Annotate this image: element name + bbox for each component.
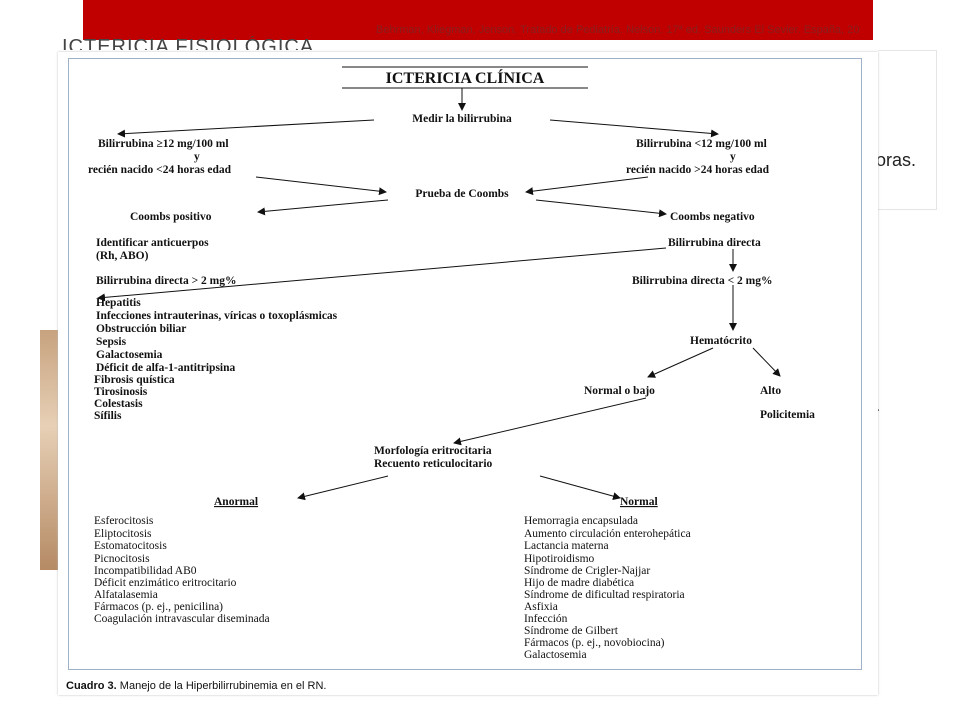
background-text-fragment: oras. bbox=[876, 150, 917, 170]
list-item: Tirosinosis bbox=[94, 386, 148, 398]
list-item: Déficit de alfa-1-antitripsina bbox=[96, 362, 236, 374]
node-high: Alto bbox=[760, 385, 781, 397]
node-morphology-line1: Morfología eritrocitaria bbox=[374, 445, 492, 457]
list-item: Síndrome de Crigler-Najjar bbox=[524, 565, 650, 577]
arrow-coombs-positive bbox=[257, 199, 389, 216]
list-item: Picnocitosis bbox=[94, 553, 150, 565]
node-normal-or-low: Normal o bajo bbox=[584, 385, 655, 397]
list-item: Fibrosis quística bbox=[94, 374, 175, 386]
background-dot: . bbox=[876, 398, 881, 415]
list-item: Hijo de madre diabética bbox=[524, 577, 634, 589]
figure-frame bbox=[68, 58, 862, 670]
arrow-measure-low bbox=[549, 119, 719, 138]
node-coombs-negative: Coombs negativo bbox=[670, 211, 755, 223]
node-hematocrit: Hematócrito bbox=[690, 335, 752, 347]
node-low-line1: Bilirrubina <12 mg/100 ml bbox=[636, 138, 767, 150]
list-item: Hemorragia encapsulada bbox=[524, 515, 638, 527]
caption-label: Cuadro 3. bbox=[66, 680, 117, 692]
background-slide-title: ICTERICIA FISIOLÓGICA bbox=[62, 36, 315, 50]
caption-text: Manejo de la Hiperbilirrubinemia en el R… bbox=[116, 680, 327, 692]
node-coombs-test: Prueba de Coombs bbox=[415, 188, 509, 200]
list-item: Colestasis bbox=[94, 398, 143, 410]
node-abnormal: Anormal bbox=[214, 496, 258, 508]
list-item: Síndrome de Gilbert bbox=[524, 625, 619, 637]
node-coombs-positive: Coombs positivo bbox=[130, 211, 212, 223]
flowchart-figure: ICTERICIA CLÍNICA Medir la bilirrubina B… bbox=[58, 52, 878, 695]
node-direct-low: Bilirrubina directa < 2 mg% bbox=[632, 275, 773, 287]
arrow-morphology-normal bbox=[539, 475, 621, 501]
background-photo bbox=[40, 330, 60, 570]
arrow-coombs-negative bbox=[535, 199, 667, 218]
node-morphology-line2: Recuento reticulocitario bbox=[374, 458, 493, 470]
list-item: Aumento circulación enterohepática bbox=[524, 528, 691, 540]
arrow-direct-hepatic bbox=[97, 247, 667, 302]
figure-caption: Cuadro 3. Manejo de la Hiperbilirrubinem… bbox=[66, 680, 326, 692]
list-item: Sífilis bbox=[94, 410, 122, 422]
arrow-hematocrit-normal bbox=[647, 347, 714, 378]
abnormal-causes-list: Esferocitosis Eliptocitosis Estomatocito… bbox=[94, 515, 270, 625]
list-item: Eliptocitosis bbox=[94, 528, 152, 540]
background-text-box bbox=[878, 50, 937, 210]
node-low-line2: y bbox=[730, 151, 736, 163]
figure-title: ICTERICIA CLÍNICA bbox=[386, 68, 545, 87]
arrow-high-coombs bbox=[255, 176, 387, 196]
list-item: Esferocitosis bbox=[94, 515, 154, 527]
list-item: Síndrome de dificultad respiratoria bbox=[524, 589, 685, 601]
list-item: Asfixia bbox=[524, 601, 558, 613]
list-item: Hipotiroidismo bbox=[524, 553, 595, 565]
node-normal: Normal bbox=[620, 496, 658, 508]
list-item: Estomatocitosis bbox=[94, 540, 167, 552]
flowchart-svg: ICTERICIA CLÍNICA Medir la bilirrubina B… bbox=[88, 66, 815, 661]
node-high-line2: y bbox=[194, 151, 200, 163]
citation-text: Behrman, Kliegman, Jenson. Tratado de Pe… bbox=[376, 24, 860, 36]
list-item: Lactancia materna bbox=[524, 540, 609, 552]
list-item: Hepatitis bbox=[96, 297, 141, 309]
list-item: Fármacos (p. ej., novobiocina) bbox=[524, 637, 665, 649]
node-antibodies-line1: Identificar anticuerpos bbox=[96, 237, 209, 249]
node-antibodies-line2: (Rh, ABO) bbox=[96, 250, 149, 262]
list-item: Alfatalasemia bbox=[94, 589, 158, 601]
list-item: Infecciones intrauterinas, víricas o tox… bbox=[96, 310, 338, 322]
node-direct-high: Bilirrubina directa > 2 mg% bbox=[96, 275, 237, 287]
list-item: Galactosemia bbox=[96, 349, 163, 361]
node-low-line3: recién nacido >24 horas edad bbox=[626, 164, 770, 176]
arrow-normal-morphology bbox=[453, 397, 647, 446]
list-item: Obstrucción biliar bbox=[96, 323, 186, 335]
list-item: Incompatibilidad AB0 bbox=[94, 565, 197, 577]
list-item: Déficit enzimático eritrocitario bbox=[94, 577, 237, 589]
list-item: Infección bbox=[524, 613, 568, 625]
title-banner bbox=[83, 0, 873, 40]
arrow-measure-high bbox=[117, 119, 375, 138]
list-item: Galactosemia bbox=[524, 649, 587, 661]
list-item: Coagulación intravascular diseminada bbox=[94, 613, 270, 625]
normal-causes-list: Hemorragia encapsulada Aumento circulaci… bbox=[524, 515, 691, 661]
arrow-morphology-abnormal bbox=[297, 475, 389, 501]
arrow-low-coombs bbox=[525, 176, 649, 196]
list-item: Fármacos (p. ej., penicilina) bbox=[94, 601, 223, 613]
flow-arrows bbox=[97, 88, 781, 501]
list-item: Sepsis bbox=[96, 336, 127, 348]
hepatic-causes-list: Hepatitis Infecciones intrauterinas, vír… bbox=[94, 297, 338, 422]
arrow-hematocrit-high bbox=[752, 347, 781, 377]
node-polycythemia: Policitemia bbox=[760, 409, 815, 421]
node-high-line1: Bilirrubina ≥12 mg/100 ml bbox=[98, 138, 229, 150]
node-high-line3: recién nacido <24 horas edad bbox=[88, 164, 232, 176]
node-measure: Medir la bilirrubina bbox=[412, 113, 512, 125]
node-direct: Bilirrubina directa bbox=[668, 237, 761, 249]
